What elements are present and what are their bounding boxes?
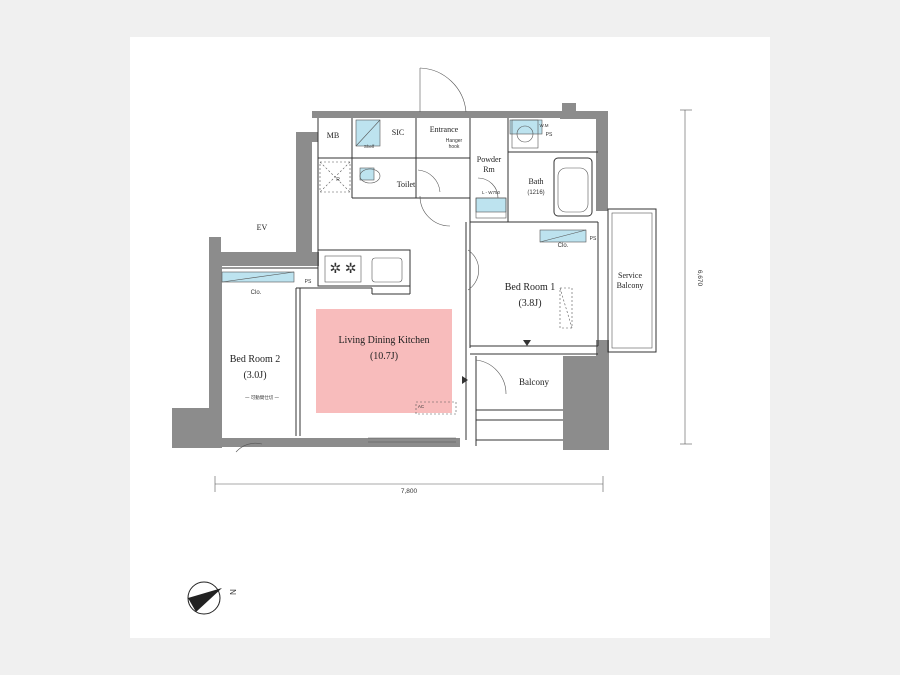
label-clo-1: Clo.	[558, 243, 569, 249]
dimension-height: 6,670	[696, 270, 703, 287]
ac-unit	[415, 401, 457, 415]
label-ldk-size: (10.7J)	[370, 351, 398, 362]
compass	[187, 581, 222, 615]
label-wm: W.M	[540, 123, 549, 128]
floor-plan-svg: ✲ ✲	[172, 67, 703, 615]
label-service-2: Balcony	[617, 281, 644, 290]
floor-plan-sheet: ✲ ✲	[130, 37, 770, 638]
label-bath-size: (1216)	[527, 190, 544, 196]
exterior-walls	[172, 103, 609, 450]
compass-north-letter: N	[228, 589, 237, 595]
label-ps-2: PS	[590, 236, 597, 242]
label-sic: SIC	[392, 128, 404, 137]
label-r: R	[336, 177, 340, 183]
label-bed-room-2-size: (3.0J)	[243, 370, 266, 381]
fixtures: ✲ ✲	[319, 119, 593, 329]
dimension-width: 7,800	[401, 488, 418, 495]
interior-walls	[222, 118, 657, 446]
label-hanger: Hanger	[446, 138, 463, 144]
label-ps-3: PS	[305, 279, 312, 285]
dimension-lines	[214, 109, 692, 492]
label-sink-note: L - W750	[482, 190, 501, 195]
label-shelf: Shelf	[364, 144, 375, 149]
label-ac: AC	[418, 404, 425, 409]
label-powder-1: Powder	[477, 155, 502, 164]
label-bed-room-1-size: (3.8J)	[518, 298, 541, 309]
svg-text:✲ ✲: ✲ ✲	[330, 262, 357, 277]
label-ps-1: PS	[546, 132, 553, 138]
label-service-1: Service	[618, 271, 642, 280]
label-toilet: Toilet	[397, 180, 416, 189]
label-clo-2: Clo.	[251, 290, 262, 296]
label-mb: MB	[327, 131, 339, 140]
label-bed-room-1: Bed Room 1	[505, 282, 556, 293]
label-bed-room-2: Bed Room 2	[230, 354, 281, 365]
label-bedroom2-note: 一 可動間仕切 一	[245, 394, 279, 401]
label-ev: EV	[257, 223, 268, 232]
label-entrance: Entrance	[430, 125, 459, 134]
label-bath: Bath	[528, 177, 543, 186]
label-powder-2: Rm	[483, 165, 495, 174]
ldk-highlight	[316, 309, 452, 413]
label-ldk: Living Dining Kitchen	[338, 335, 429, 346]
doors	[235, 67, 531, 453]
label-hook: hook	[449, 144, 460, 150]
label-balcony: Balcony	[519, 377, 549, 387]
